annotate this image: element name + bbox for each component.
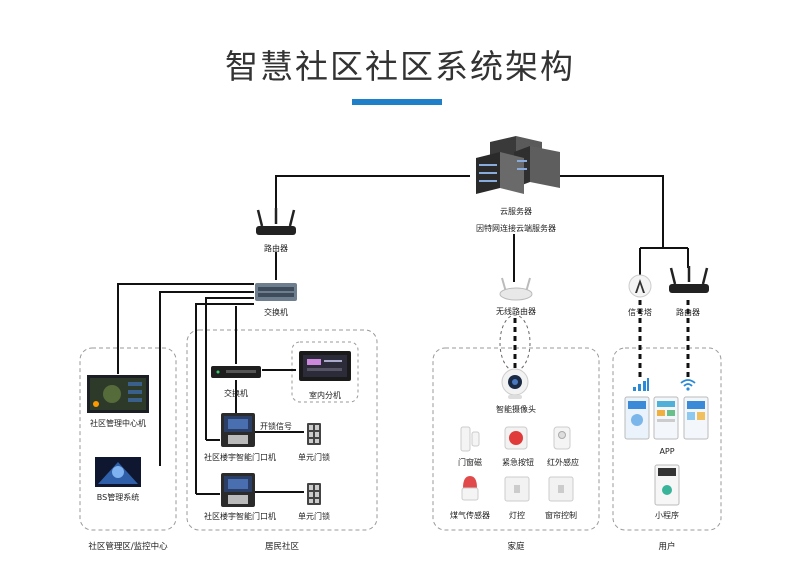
switch-top-label: 交换机: [264, 308, 288, 317]
group-label-management: 社区管理区/监控中心: [88, 542, 168, 552]
smart-camera-label: 智能摄像头: [496, 405, 536, 414]
group-label-user: 用户: [658, 542, 676, 552]
group-box-management: [79, 347, 177, 531]
door-unit-2-label: 社区楼宇智能门口机: [204, 512, 276, 521]
gas-sensor-icon: [461, 476, 479, 501]
mini-program-phone-icon: [654, 464, 680, 506]
cloud-server-icon: [476, 136, 560, 194]
light-control-icon: [504, 476, 530, 502]
switch-icon: [255, 283, 297, 301]
app-phones-icon: [624, 396, 709, 440]
wireless-router-icon: [499, 277, 533, 301]
unit-lock-2-label: 单元门锁: [298, 512, 330, 521]
group-label-residential: 居民社区: [264, 542, 300, 552]
indoor-unit-icon: [299, 351, 351, 381]
ir-sensor-label: 红外感应: [547, 458, 579, 467]
group-label-home: 家庭: [507, 542, 525, 552]
cloud-server-label: 云服务器: [500, 207, 532, 216]
door-unit-1-label: 社区楼宇智能门口机: [204, 453, 276, 462]
cloud-server-sublabel: 因特网连接云端服务器: [476, 224, 556, 233]
lock-icon: [307, 483, 321, 505]
curtain-control-label: 窗帘控制: [545, 511, 577, 520]
mgmt-center-label: 社区管理中心机: [90, 419, 146, 428]
group-box-indoor: [291, 341, 359, 403]
emergency-button-icon: [504, 426, 528, 450]
signal-bars-icon: [633, 378, 649, 391]
router-icon: [669, 266, 709, 293]
app-label: APP: [659, 447, 675, 456]
group-box-user: [612, 347, 722, 531]
gas-sensor-label: 煤气传感器: [450, 511, 490, 520]
signal-tower-label: 信号塔: [628, 308, 652, 317]
emergency-button-label: 紧急按钮: [502, 458, 534, 467]
page-title: 智慧社区社区系统架构: [225, 47, 575, 86]
router-left-label: 路由器: [264, 244, 288, 253]
curtain-control-icon: [548, 476, 574, 502]
light-control-label: 灯控: [509, 511, 525, 520]
door-magnet-icon: [460, 426, 480, 452]
indoor-unit-label: 室内分机: [309, 391, 341, 400]
mini-program-label: 小程序: [655, 511, 679, 520]
door-unit-icon: [221, 473, 255, 507]
wireless-router-label: 无线路由器: [496, 307, 536, 316]
camera-icon: [501, 368, 529, 399]
signal-tower-icon: [628, 274, 652, 298]
unit-lock-1-label: 单元门锁: [298, 453, 330, 462]
router-icon: [256, 208, 296, 235]
door-unit-icon: [221, 413, 255, 447]
switch-icon: [211, 366, 261, 378]
title-underline: [352, 99, 442, 105]
monitor-icon: [95, 457, 141, 487]
wifi-icon: [680, 379, 696, 391]
router-right-label: 路由器: [676, 308, 700, 317]
bs-system-label: BS管理系统: [96, 493, 140, 502]
group-box-residential: [186, 329, 378, 531]
unlock-signal-label: 开锁信号: [260, 422, 292, 431]
ir-sensor-icon: [553, 426, 571, 450]
lock-icon: [307, 423, 321, 445]
door-magnet-label: 门窗磁: [458, 458, 482, 467]
switch-mid-label: 交换机: [224, 389, 248, 398]
monitor-icon: [87, 375, 149, 413]
